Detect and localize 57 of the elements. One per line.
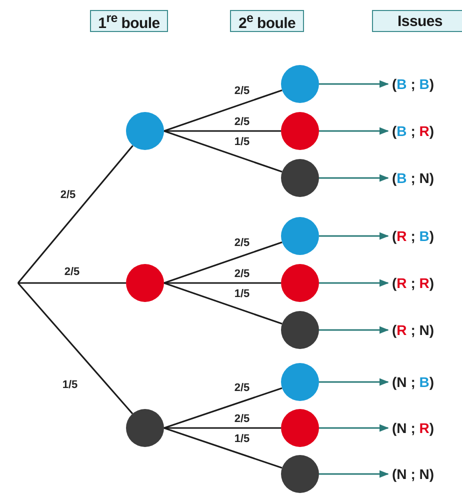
branch-line [164, 130, 281, 132]
arrow [319, 279, 389, 287]
arrow [319, 232, 389, 240]
column-header: Issues [372, 10, 462, 32]
arrow [319, 326, 389, 334]
outcome-text: (N ; R) [392, 418, 434, 438]
probability-label: 2/5 [59, 189, 77, 201]
outcome-text: (B ; N) [392, 168, 434, 188]
ball-circle [281, 311, 319, 349]
arrow [319, 378, 389, 386]
probability-label: 1/5 [233, 288, 251, 300]
ball-circle [126, 409, 164, 447]
arrow [319, 470, 389, 478]
outcome-text: (R ; R) [392, 273, 434, 293]
branch-line [164, 427, 282, 469]
branch-line [164, 282, 282, 325]
outcome-text: (N ; N) [392, 464, 434, 484]
branch-line [17, 282, 134, 414]
branch-line [164, 387, 282, 429]
outcome-text: (N ; B) [392, 372, 434, 392]
branch-line [17, 145, 134, 284]
ball-circle [281, 264, 319, 302]
arrow [319, 80, 389, 88]
outcome-text: (R ; N) [392, 320, 434, 340]
probability-label: 2/5 [233, 268, 251, 280]
outcome-text: (B ; B) [392, 74, 434, 94]
probability-label: 2/5 [233, 85, 251, 97]
branch-line [164, 427, 281, 429]
probability-label: 2/5 [233, 413, 251, 425]
ball-circle [281, 455, 319, 493]
probability-label: 1/5 [61, 379, 79, 391]
outcome-text: (B ; R) [392, 121, 434, 141]
ball-circle [281, 159, 319, 197]
arrow [319, 174, 389, 182]
branch-line [18, 282, 126, 284]
probability-label: 2/5 [233, 116, 251, 128]
probability-label: 2/5 [233, 237, 251, 249]
ball-circle [281, 409, 319, 447]
ball-circle [281, 112, 319, 150]
ball-circle [126, 264, 164, 302]
probability-label: 1/5 [233, 433, 251, 445]
ball-circle [281, 65, 319, 103]
arrow [319, 424, 389, 432]
column-header: 1$^{re}$ boule [90, 10, 168, 32]
branch-line [164, 282, 281, 284]
ball-circle [126, 112, 164, 150]
probability-label: 2/5 [63, 266, 81, 278]
branch-line [164, 89, 282, 132]
outcome-text: (R ; B) [392, 226, 434, 246]
arrow [319, 127, 389, 135]
ball-circle [281, 217, 319, 255]
branch-line [164, 241, 282, 284]
ball-circle [281, 363, 319, 401]
column-header: 2$^{e}$ boule [230, 10, 304, 32]
probability-label: 2/5 [233, 382, 251, 394]
branch-line [164, 130, 282, 173]
probability-label: 1/5 [233, 136, 251, 148]
